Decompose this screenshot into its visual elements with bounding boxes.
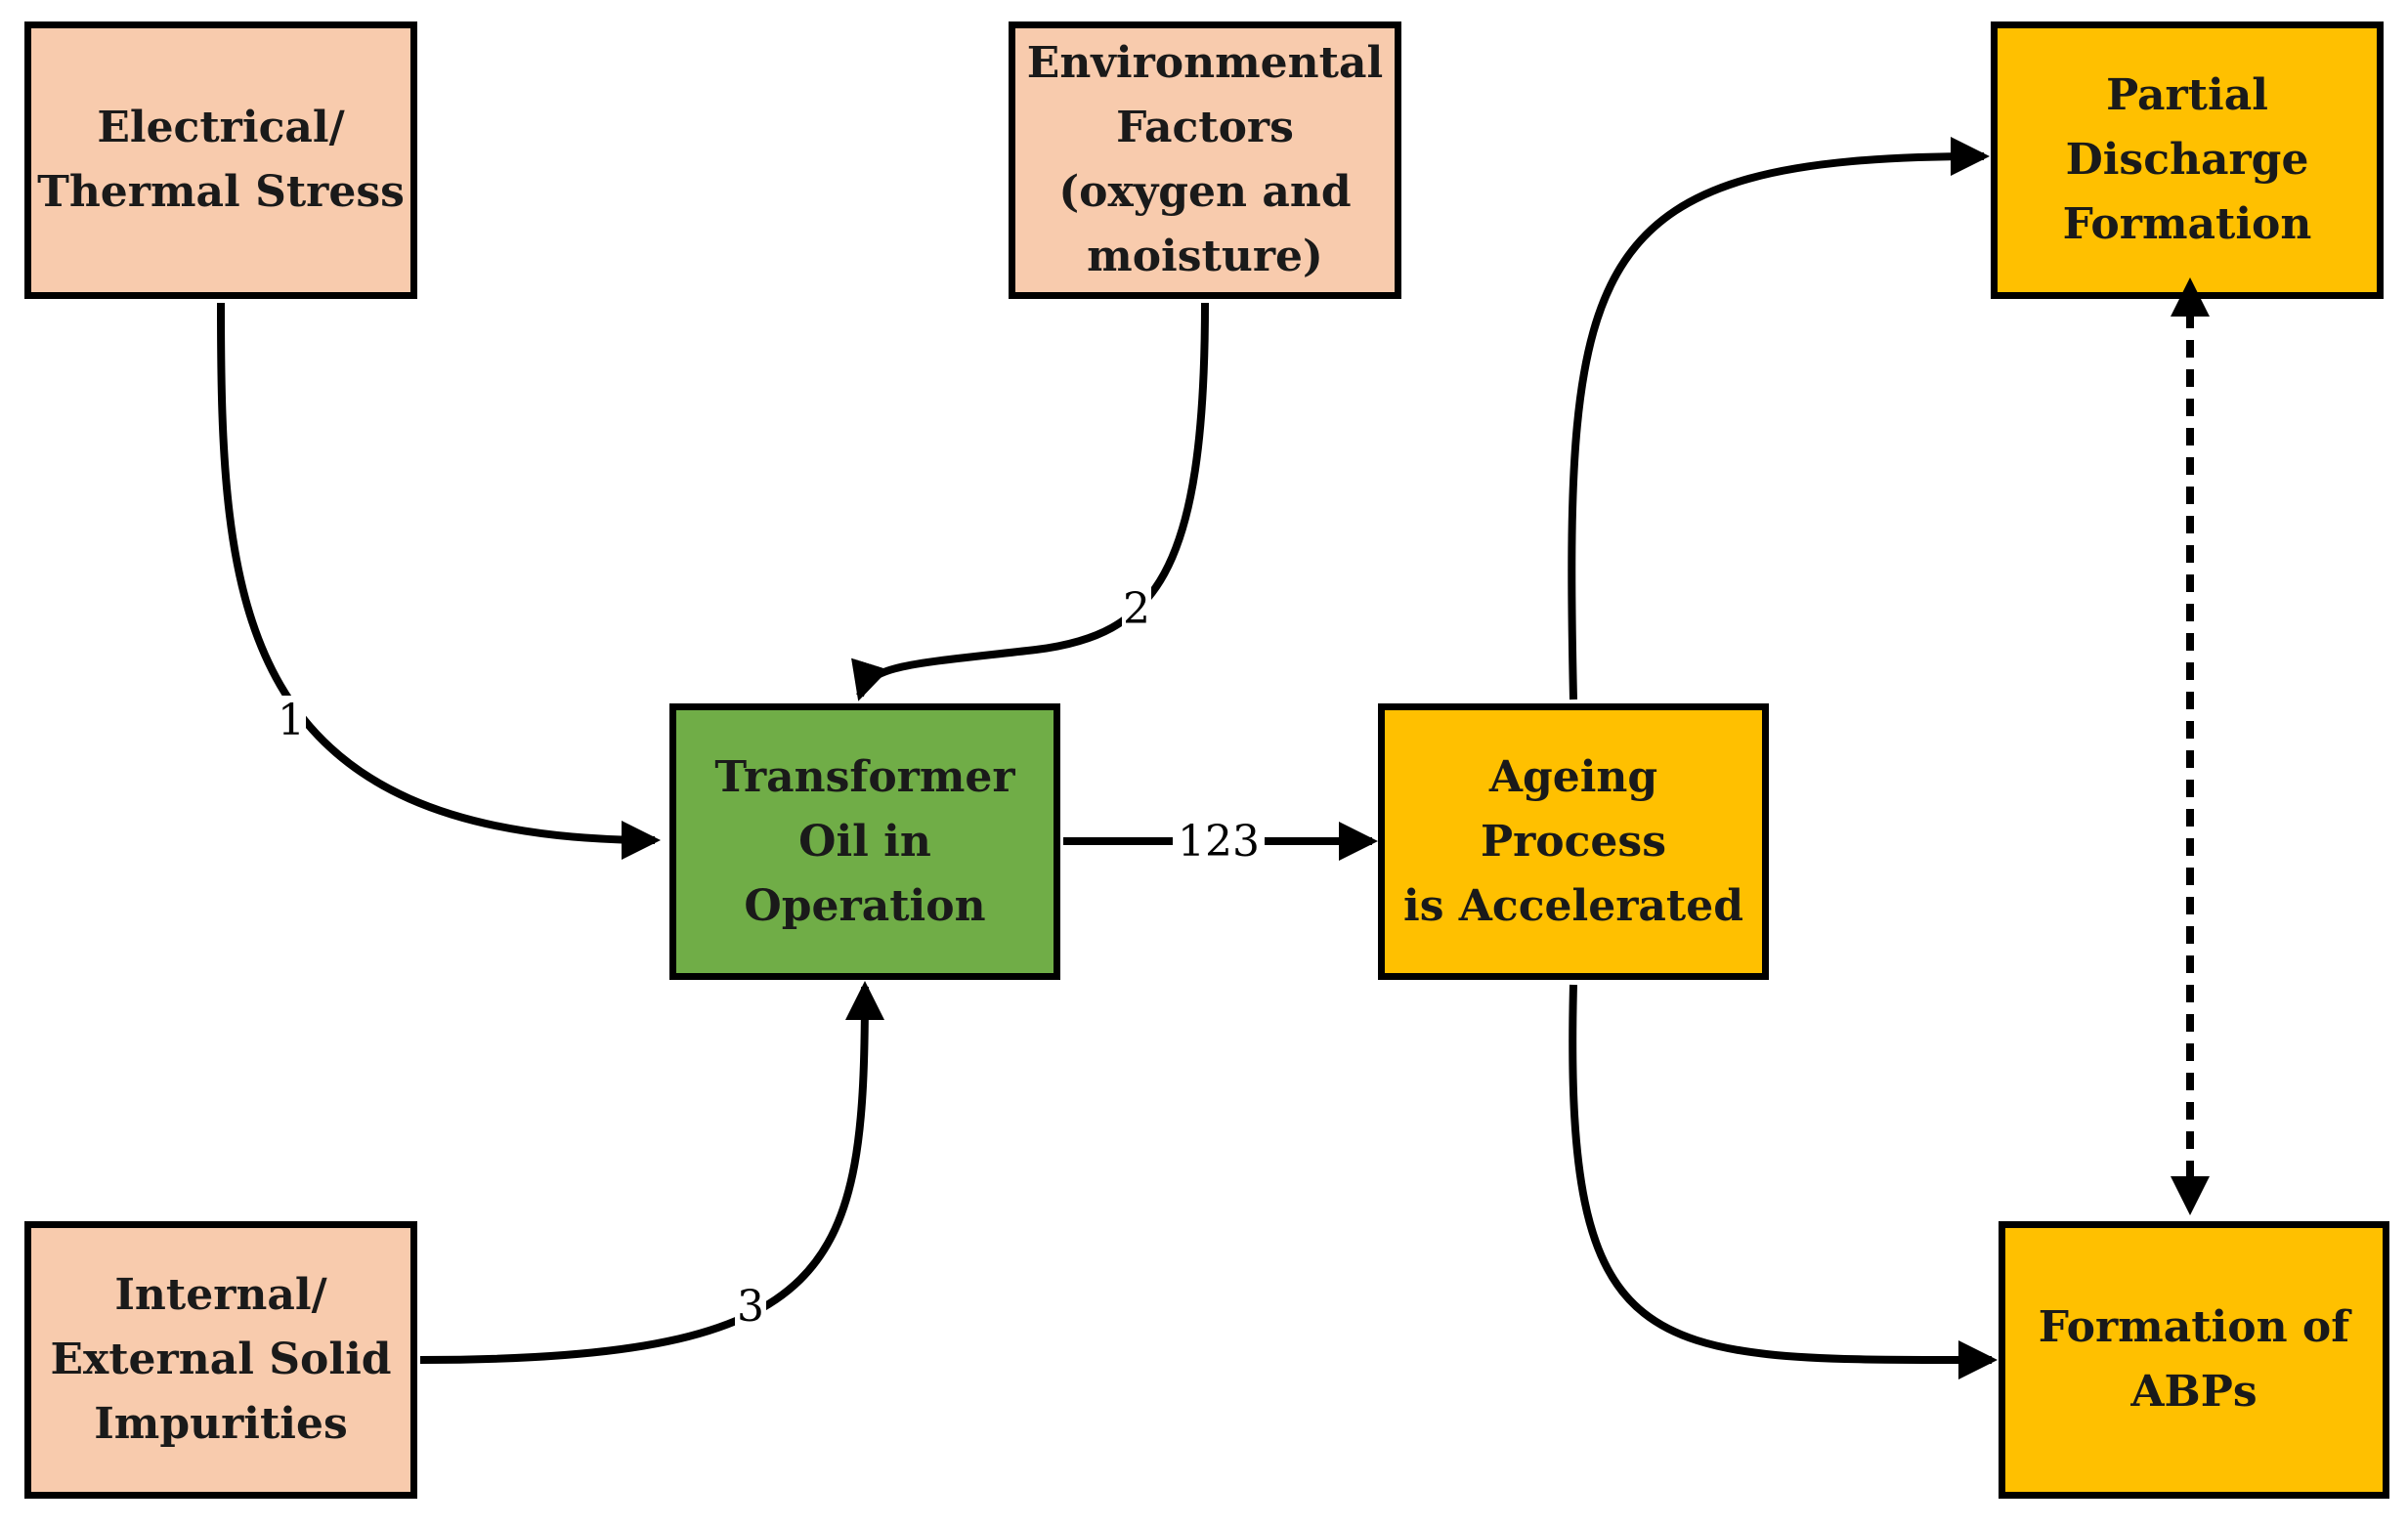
node-ageing-process: Ageing Process is Accelerated	[1378, 703, 1769, 980]
edge-2-label-bg	[1122, 584, 1151, 635]
edge-1-label: 1	[278, 696, 305, 745]
node-ageing-process-label: Ageing Process is Accelerated	[1402, 751, 1743, 931]
node-formation-abps-label: Formation of ABPs	[2038, 1302, 2350, 1417]
edge-1-label-bg	[277, 696, 306, 746]
node-transformer-oil: Transformer Oil in Operation	[669, 703, 1060, 980]
node-internal-external-impurities-label: Internal/ External Solid Impurities	[50, 1270, 392, 1449]
edge-3-arrow	[419, 981, 884, 1364]
node-environmental-factors-label: Environmental Factors (oxygen and moistu…	[1026, 38, 1384, 281]
node-partial-discharge: Partial Discharge Formation	[1991, 21, 2384, 299]
node-environmental-factors: Environmental Factors (oxygen and moistu…	[1009, 21, 1401, 299]
edge-2-arrow	[851, 302, 1209, 701]
edge-1-arrow	[217, 302, 661, 860]
edge-3-label: 3	[737, 1282, 764, 1332]
node-electrical-thermal-stress: Electrical/ Thermal Stress	[24, 21, 417, 299]
edge-2-label: 2	[1123, 584, 1150, 634]
node-transformer-oil-label: Transformer Oil in Operation	[714, 751, 1015, 931]
edge-123-label-bg	[1173, 816, 1265, 867]
edge-ageing-to-partial-discharge	[1568, 137, 1990, 700]
node-partial-discharge-label: Partial Discharge Formation	[2062, 70, 2312, 249]
edge-ageing-to-abps	[1569, 984, 1998, 1380]
node-internal-external-impurities: Internal/ External Solid Impurities	[24, 1221, 417, 1499]
edge-3-label-bg	[735, 1282, 766, 1333]
edge-123-label: 123	[1178, 817, 1260, 867]
node-formation-abps: Formation of ABPs	[1999, 1221, 2389, 1499]
node-electrical-thermal-stress-label: Electrical/ Thermal Stress	[37, 103, 405, 217]
